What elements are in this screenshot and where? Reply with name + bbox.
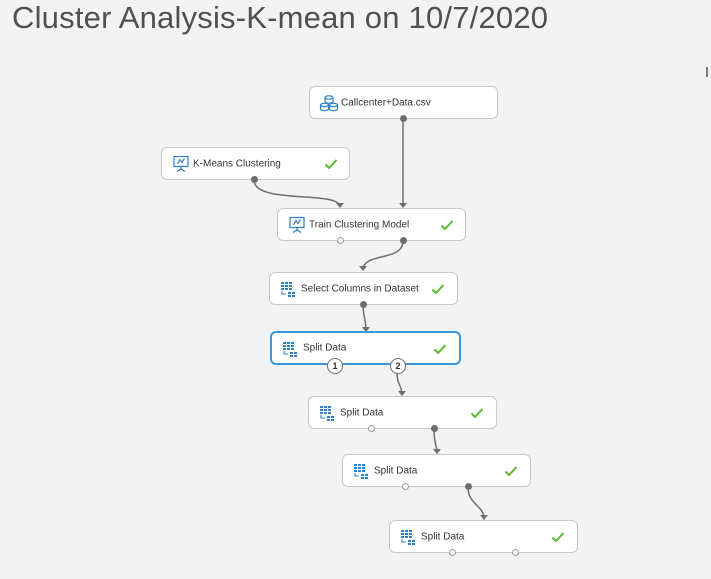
module-split-data-2[interactable]: Split Data	[308, 396, 497, 432]
module-label: Split Data	[421, 531, 465, 542]
wire-train-select	[362, 240, 404, 271]
module-label: Split Data	[374, 465, 418, 476]
wire-arrow	[362, 327, 370, 332]
module-split-data-3[interactable]: Split Data	[342, 454, 531, 490]
wire-arrow	[480, 515, 488, 520]
wire-arrow	[399, 203, 407, 208]
module-label: Split Data	[340, 407, 384, 418]
module-train-clustering-model[interactable]: Train Clustering Model	[277, 208, 466, 244]
wire-arrow	[433, 449, 441, 454]
output-port-1[interactable]: 1	[327, 358, 343, 374]
check-icon	[470, 406, 484, 419]
check-icon	[551, 530, 565, 543]
table-transform-icon	[279, 280, 299, 298]
output-port[interactable]	[449, 549, 456, 556]
check-icon	[431, 282, 445, 295]
table-transform-icon	[399, 528, 419, 546]
page-title: Cluster Analysis-K-mean on 10/7/2020	[12, 0, 549, 35]
dataset-icon	[319, 94, 339, 112]
model-icon	[171, 155, 191, 173]
module-split-data-1[interactable]: Split Data 1 2	[270, 331, 461, 374]
output-port[interactable]	[400, 115, 407, 122]
wire-arrow	[359, 266, 367, 271]
output-port[interactable]	[431, 425, 438, 432]
module-label: Split Data	[303, 342, 347, 354]
wire-arrow	[398, 391, 406, 396]
output-port-2[interactable]: 2	[390, 358, 406, 374]
module-label: Select Columns in Dataset	[301, 283, 419, 294]
output-port[interactable]	[337, 237, 344, 244]
wire-arrow	[336, 203, 344, 208]
check-icon	[504, 464, 518, 477]
output-port[interactable]	[400, 237, 407, 244]
output-port[interactable]	[251, 176, 258, 183]
wire-split3-split4	[467, 486, 485, 520]
wire-select-split1	[362, 303, 367, 332]
module-kmeans-clustering[interactable]: K-Means Clustering	[161, 147, 350, 183]
output-port[interactable]	[402, 483, 409, 490]
check-icon	[440, 218, 454, 231]
check-icon	[433, 342, 447, 355]
canvas-edge-marker	[706, 67, 708, 77]
output-port[interactable]	[465, 483, 472, 490]
module-label: Callcenter+Data.csv	[341, 97, 431, 108]
module-select-columns[interactable]: Select Columns in Dataset	[269, 272, 458, 308]
output-port[interactable]	[368, 425, 375, 432]
output-port[interactable]	[360, 301, 367, 308]
module-split-data-4[interactable]: Split Data	[389, 520, 578, 556]
model-icon	[287, 216, 307, 234]
table-transform-icon	[318, 404, 338, 422]
wire-kmeans-train	[253, 179, 341, 208]
module-label: K-Means Clustering	[193, 158, 281, 169]
check-icon	[324, 157, 338, 170]
module-label: Train Clustering Model	[309, 219, 410, 230]
table-transform-icon	[281, 340, 301, 358]
module-dataset[interactable]: Callcenter+Data.csv	[309, 86, 498, 122]
output-port[interactable]	[512, 549, 519, 556]
table-transform-icon	[352, 462, 372, 480]
